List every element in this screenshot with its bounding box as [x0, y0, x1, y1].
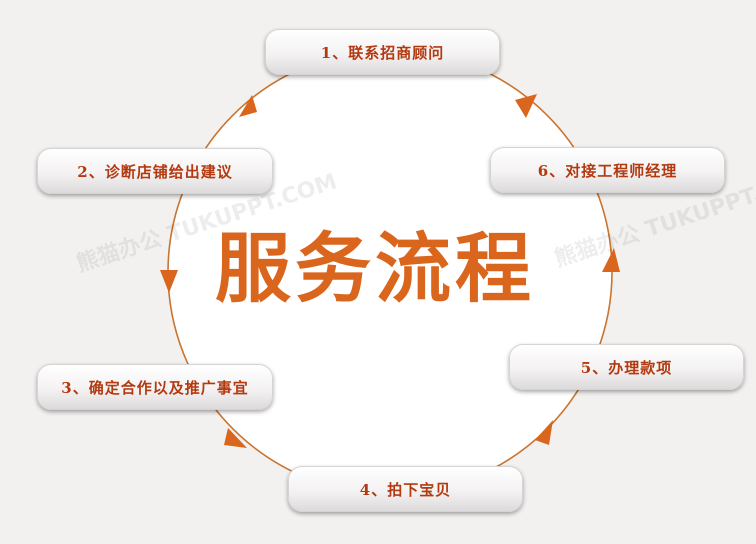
step-5-label: 5、办理款项: [580, 358, 673, 377]
step-4-box: 4、拍下宝贝: [288, 466, 523, 512]
diagram-title: 服务流程: [215, 224, 535, 313]
step-6-box: 6、对接工程师经理: [490, 147, 725, 193]
step-3-label: 3、确定合作以及推广事宜: [61, 378, 249, 397]
step-2-label: 2、诊断店铺给出建议: [77, 162, 233, 181]
arrow-head-icon: [224, 428, 247, 448]
step-1-box: 1、联系招商顾问: [265, 29, 500, 75]
step-5-box: 5、办理款项: [509, 344, 744, 390]
step-2-box: 2、诊断店铺给出建议: [37, 148, 273, 194]
step-1-label: 1、联系招商顾问: [320, 43, 445, 62]
step-3-box: 3、确定合作以及推广事宜: [37, 364, 273, 410]
step-4-label: 4、拍下宝贝: [359, 480, 452, 499]
step-6-label: 6、对接工程师经理: [537, 161, 678, 180]
arrow-head-icon: [515, 94, 537, 118]
arrow-head-icon: [602, 248, 620, 272]
arrow-head-icon: [535, 420, 553, 445]
arrow-head-icon: [160, 270, 178, 293]
arrow-head-icon: [239, 95, 257, 117]
